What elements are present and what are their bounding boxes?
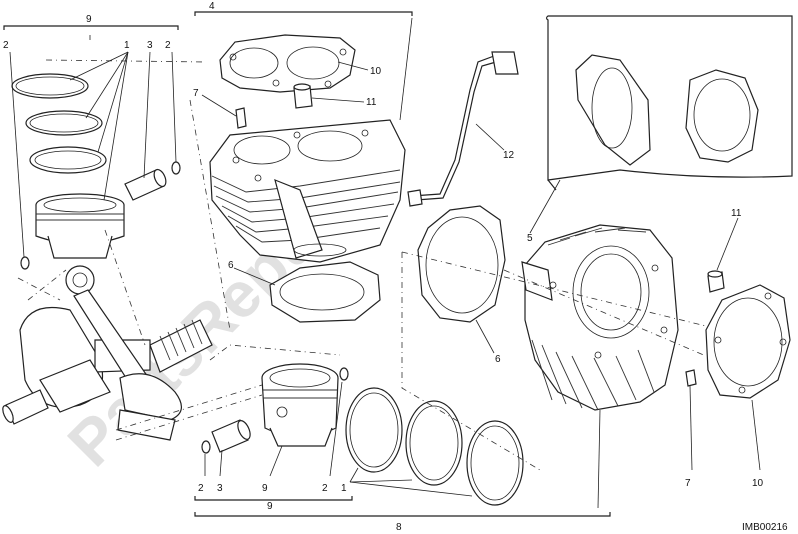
callout-3-bottom: 3	[217, 483, 223, 494]
inset-box	[545, 15, 793, 191]
callout-1-bottom: 1	[341, 483, 347, 494]
piston-ring-bottom-2	[405, 400, 463, 486]
base-gasket-left	[269, 261, 381, 323]
leader-lines	[9, 17, 761, 509]
image-code: IMB00216	[742, 522, 788, 533]
callout-9-below-piston: 9	[262, 483, 268, 494]
sensor-lead	[407, 51, 519, 207]
callout-2-left: 2	[3, 40, 9, 51]
bracket-4-top	[194, 11, 413, 16]
piston-ring-top	[11, 73, 89, 99]
callout-11-top: 11	[366, 97, 377, 108]
piston-ring-oil	[29, 146, 107, 174]
dowel-pin-top	[293, 83, 313, 109]
piston-left	[35, 193, 125, 259]
callout-3-left: 3	[147, 40, 153, 51]
piston-bottom	[261, 363, 339, 447]
callout-8: 8	[396, 522, 402, 533]
piston-ring-bottom-1	[345, 387, 403, 473]
guide-lines-right	[401, 251, 707, 471]
piston-ring-middle	[25, 110, 103, 136]
callout-2-bottom-b: 2	[322, 483, 328, 494]
circlip-bottom-a	[201, 440, 211, 454]
callout-10-right: 10	[752, 478, 764, 489]
connecting-rod	[65, 265, 182, 441]
piston-pin-left	[124, 168, 167, 201]
bracket-8-bottom	[194, 512, 611, 517]
callout-1-left: 1	[124, 40, 130, 51]
dowel-pin-11-right	[707, 270, 725, 293]
base-gasket-right	[417, 205, 506, 323]
callout-7-right: 7	[685, 478, 691, 489]
cylinder-front	[209, 119, 406, 263]
cylinder-rear	[521, 224, 679, 411]
circlip-bottom-b	[339, 367, 349, 381]
callout-6-right: 6	[495, 354, 501, 365]
callout-5: 5	[527, 233, 533, 244]
callout-9-top: 9	[86, 14, 92, 25]
dowel-pin-7-right	[685, 369, 697, 387]
circlip-left-a	[20, 256, 30, 270]
bracket-9-bottom	[194, 496, 353, 501]
callout-12: 12	[503, 150, 515, 161]
piston-pin-bottom	[211, 419, 251, 453]
callout-2-bottom-a: 2	[198, 483, 204, 494]
callout-9-bottom: 9	[267, 501, 273, 512]
piston-ring-bottom-3	[466, 420, 524, 506]
dowel-pin-7-left	[235, 107, 247, 129]
callout-11-right: 11	[731, 208, 742, 219]
head-gasket-top	[219, 34, 356, 93]
callout-4: 4	[209, 1, 215, 12]
callout-labels: 9 4 2 1 3 2 10 11 7 12 6 6 5 11 7 10 2 3…	[3, 1, 788, 533]
callout-2-right: 2	[165, 40, 171, 51]
crankshaft	[2, 306, 213, 425]
bracket-9-top	[3, 25, 179, 30]
callout-7-left: 7	[193, 88, 199, 99]
callout-6-left: 6	[228, 260, 234, 271]
circlip-left-b	[171, 161, 181, 175]
head-gasket-right	[705, 284, 791, 399]
callout-10-top: 10	[370, 66, 382, 77]
